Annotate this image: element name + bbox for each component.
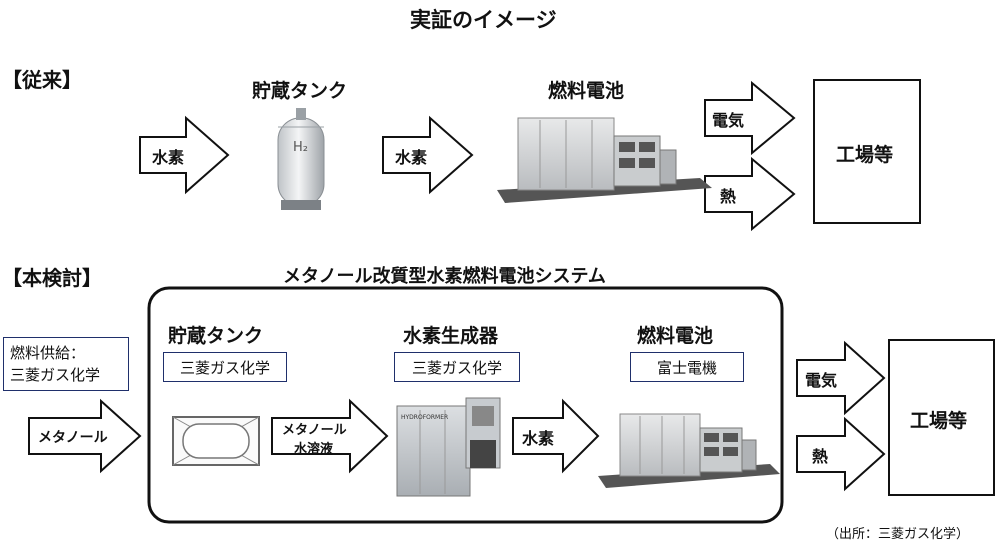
tank-h2-symbol: H₂ — [293, 140, 308, 155]
section-label-conventional: 【従来】 — [2, 68, 82, 92]
arrow-heat-top — [704, 156, 796, 232]
reformer-label: 水素生成器 — [403, 325, 499, 347]
arrow-hydrogen-1 — [139, 115, 230, 195]
source-note: （出所：三菱ガス化学） — [826, 527, 970, 542]
arrow-methanol-solution-line2: 水溶液 — [294, 442, 334, 457]
fuel-cell-image-top — [497, 117, 712, 203]
arrow-methanol-solution — [271, 398, 389, 474]
arrow-electricity-bottom — [796, 340, 886, 416]
factory-box-bottom — [888, 339, 995, 496]
arrow-electricity-top-label: 電気 — [712, 111, 745, 130]
arrow-heat-top-label: 熱 — [720, 187, 737, 206]
arrow-methanol-label: メタノール — [38, 430, 108, 446]
arrow-electricity-top — [704, 80, 796, 156]
methanol-tank-image — [172, 416, 260, 466]
tank-maker-box: 三菱ガス化学 — [163, 352, 287, 382]
fuel-cell-label-top: 燃料電池 — [548, 80, 625, 102]
tank-label-bottom: 貯蔵タンク — [168, 325, 264, 347]
arrow-hydrogen-2 — [382, 115, 474, 195]
fuel-supply-line2: 三菱ガス化学 — [10, 366, 101, 384]
fuel-supply-line1: 燃料供給： — [10, 344, 86, 362]
factory-label-bottom: 工場等 — [910, 410, 968, 432]
arrow-hydrogen-study-label: 水素 — [522, 429, 555, 448]
factory-box-top — [813, 79, 921, 224]
tank-label-top: 貯蔵タンク — [252, 80, 348, 102]
arrow-electricity-bottom-label: 電気 — [805, 371, 838, 390]
system-title: メタノール改質型水素燃料電池システム — [283, 266, 606, 287]
section-label-study: 【本検討】 — [2, 266, 102, 290]
arrow-methanol-solution-line1: メタノール — [282, 423, 347, 438]
page-title: 実証のイメージ — [410, 8, 557, 32]
fuel-supply-box — [3, 337, 129, 391]
fuel-cell-maker-box: 富士電機 — [630, 352, 744, 382]
arrow-heat-bottom-label: 熱 — [812, 447, 829, 466]
hydrogen-tank-image — [277, 108, 325, 210]
factory-label-top: 工場等 — [836, 144, 894, 166]
reformer-brand: HYDROFORMER — [401, 414, 449, 421]
arrow-hydrogen-2-label: 水素 — [395, 148, 428, 167]
reformer-image — [396, 397, 501, 497]
arrow-heat-bottom — [796, 416, 886, 492]
reformer-maker-box: 三菱ガス化学 — [394, 352, 520, 382]
arrow-hydrogen-study — [512, 398, 600, 474]
arrow-hydrogen-1-label: 水素 — [152, 148, 185, 167]
arrow-methanol — [28, 398, 142, 474]
fuel-cell-label-bottom: 燃料電池 — [637, 325, 714, 347]
fuel-cell-image-bottom — [598, 413, 780, 488]
